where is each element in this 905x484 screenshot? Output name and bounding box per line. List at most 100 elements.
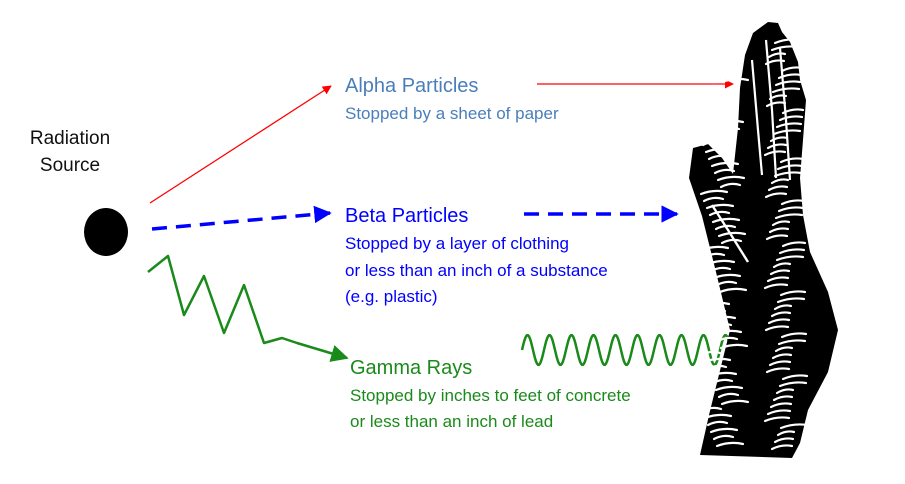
hand-hatch-stroke: [775, 388, 795, 395]
hand-hatch-stroke: [712, 434, 735, 441]
hand-hatch-stroke: [778, 248, 806, 255]
hand-hatch-stroke: [771, 87, 801, 94]
radiation-source-dot: [84, 208, 128, 256]
hand-hatch-stroke: [720, 238, 743, 245]
hand-hatch-stroke: [775, 255, 805, 262]
alpha-title: Alpha Particles: [345, 75, 479, 97]
hand-hatch-stroke: [699, 189, 729, 196]
hand-hatch-stroke: [701, 140, 724, 147]
hand-hatch-stroke: [710, 161, 740, 168]
hand-hatch-stroke: [773, 304, 793, 311]
hand-hatch-stroke: [769, 402, 793, 409]
hand-hatch-stroke: [778, 115, 804, 122]
hand-hatch-stroke: [769, 136, 789, 143]
hand-hatch-stroke: [708, 49, 738, 56]
hand-hatch-stroke: [705, 42, 728, 49]
hand-hatch-stroke: [703, 91, 733, 98]
hand-hatch-stroke: [774, 213, 804, 220]
hand-hatch-stroke: [780, 66, 804, 73]
hand-hatch-stroke: [717, 231, 747, 238]
hand-hatch-stroke: [780, 332, 808, 339]
hand-hatch-stroke: [779, 157, 805, 164]
hand-hatch-stroke: [719, 182, 742, 189]
hand-hatch-stroke: [709, 105, 739, 112]
hand-hatch-stroke: [720, 399, 750, 406]
radiation-source-label-line1: Radiation: [29, 128, 111, 149]
hand-hatch-stroke: [708, 371, 738, 378]
hand-hatch-stroke: [700, 245, 730, 252]
hand-icon: [689, 22, 838, 458]
hand-hatch-stroke: [715, 119, 745, 126]
gamma-description-line1: Stopped by inches to feet of concrete: [350, 386, 631, 405]
hand-hatch-stroke: [772, 262, 792, 269]
hand-hatch-stroke: [698, 294, 721, 301]
hand-hatch-stroke: [710, 322, 733, 329]
hand-hatch-stroke: [701, 301, 731, 308]
hand-hatch-stroke: [764, 192, 788, 199]
hand-hatch-stroke: [704, 147, 734, 154]
hand-hatch-stroke: [700, 406, 723, 413]
hand-hatch-stroke: [715, 441, 745, 448]
hand-hatch-stroke: [777, 73, 803, 80]
hand-hatch-stroke: [709, 266, 732, 273]
hand-hatch-stroke: [776, 430, 796, 437]
hand-hatch-stroke: [706, 98, 729, 105]
hand-hatch-stroke: [713, 168, 736, 175]
hand-hatch-stroke: [700, 84, 723, 91]
hand-hatch-stroke: [716, 175, 746, 182]
hand-hatch-stroke: [718, 126, 741, 133]
hand-hatch-stroke: [779, 290, 807, 297]
beta-description-line1: Stopped by a layer of clothing: [345, 234, 569, 253]
hand-hatch-stroke: [777, 206, 805, 213]
hand-hatch-stroke: [706, 420, 729, 427]
hand-hatch-stroke: [698, 133, 728, 140]
hand-hatch-stroke: [773, 38, 801, 45]
hand-hatch-stroke: [717, 392, 740, 399]
hand-hatch-stroke: [703, 252, 726, 259]
hand-hatch-stroke: [771, 220, 791, 227]
hand-hatch-stroke: [702, 35, 732, 42]
hand-hatch-stroke: [702, 357, 732, 364]
hand-hatch-stroke: [713, 329, 743, 336]
hand-hatch-stroke: [699, 350, 722, 357]
hand-hatch-stroke: [704, 308, 727, 315]
gamma-title: Gamma Rays: [350, 357, 473, 379]
hand-hatch-stroke: [766, 409, 792, 416]
hand-hatch-stroke: [767, 318, 791, 325]
gamma-wave-to-hand: [520, 333, 752, 367]
hand-hatch-stroke: [714, 63, 744, 70]
hand-hatch-stroke: [772, 395, 794, 402]
hand-hatch-stroke: [766, 276, 790, 283]
radiation-source-label-line2: Source: [39, 154, 101, 176]
hand-hatch-stroke: [711, 56, 734, 63]
alpha-arrow-to-label: [149, 85, 332, 204]
beta-description-line3: (e.g. plastic): [345, 287, 438, 306]
hand-hatch-stroke: [768, 360, 792, 367]
hand-hatch-stroke: [703, 413, 733, 420]
hand-hatch-stroke: [711, 378, 734, 385]
hand-hatch-stroke: [720, 77, 750, 84]
hand-hatch-stroke: [770, 444, 794, 451]
hand-hatch-stroke: [775, 122, 803, 129]
gamma-wave-from-source: [147, 254, 349, 362]
beta-title: Beta Particles: [345, 205, 469, 227]
hand-hatch-stroke: [709, 427, 739, 434]
radiation-source-label: Radiation Source: [20, 128, 120, 178]
hand-hatch-stroke: [764, 325, 790, 332]
hand-hatch-stroke: [769, 269, 791, 276]
hand-hatch-stroke: [707, 154, 730, 161]
hand-hatch-stroke: [774, 346, 794, 353]
hand-hatch-stroke: [770, 311, 792, 318]
hand-hatch-stroke: [763, 416, 791, 423]
hand-hatch-stroke: [718, 287, 748, 294]
hand-hatch-stroke: [771, 353, 793, 360]
hand-hatch-stroke: [768, 227, 790, 234]
beta-description-line2: or less than an inch of a substance: [345, 261, 608, 280]
hand-hatch-stroke: [702, 196, 725, 203]
hand-hatch-stroke: [719, 343, 749, 350]
hand-hatch-stroke: [705, 364, 728, 371]
hand-hatch-stroke: [777, 339, 807, 346]
hand-hatch-stroke: [770, 45, 800, 52]
hand-hatch-stroke: [707, 315, 737, 322]
